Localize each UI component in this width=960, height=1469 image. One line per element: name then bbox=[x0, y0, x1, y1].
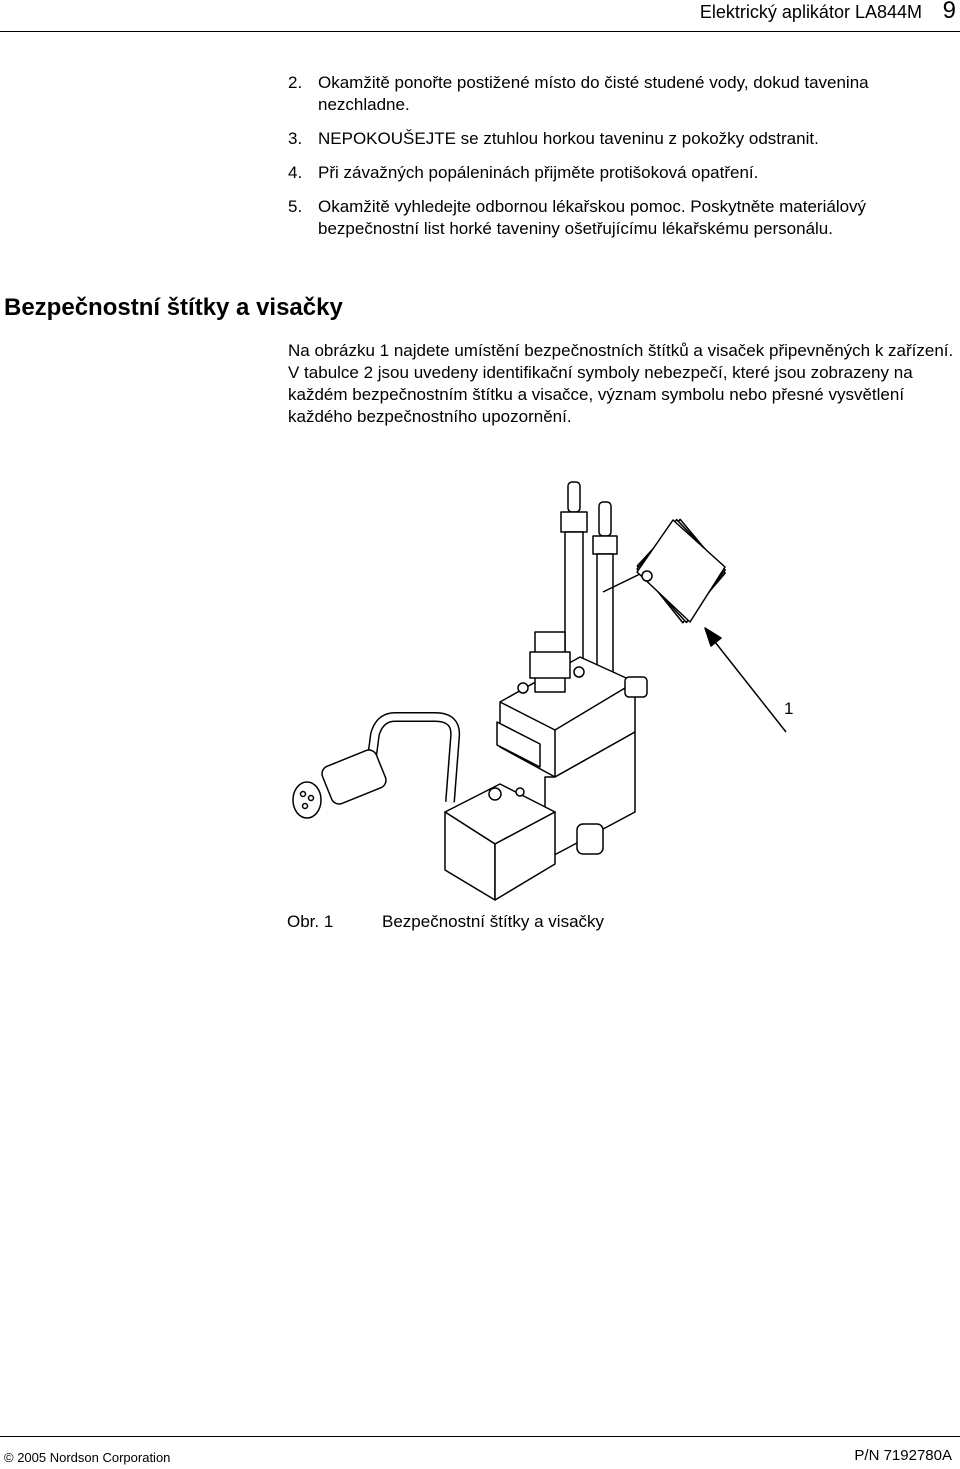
header-page-number: 9 bbox=[942, 0, 956, 24]
step-number: 2. bbox=[288, 73, 303, 92]
first-aid-steps: 2. Okamžitě ponořte postižené místo do č… bbox=[288, 72, 960, 252]
header-title: Elektrický aplikátor LA844M bbox=[699, 2, 922, 22]
footer-rule bbox=[0, 1436, 960, 1437]
figure-caption: Bezpečnostní štítky a visačky bbox=[382, 912, 605, 931]
step-number: 3. bbox=[288, 129, 303, 148]
section-body: Na obrázku 1 najdete umístění bezpečnost… bbox=[288, 341, 954, 426]
step-text: NEPOKOUŠEJTE se ztuhlou horkou taveninu … bbox=[318, 129, 819, 148]
applicator-illustration: 1 bbox=[292, 481, 793, 901]
list-item: 3. NEPOKOUŠEJTE se ztuhlou horkou taveni… bbox=[288, 128, 960, 150]
step-number: 5. bbox=[288, 197, 303, 216]
footer-copyright: © 2005 Nordson Corporation bbox=[4, 1450, 171, 1465]
header-rule bbox=[0, 31, 960, 32]
step-text: Při závažných popáleninách přijměte prot… bbox=[318, 163, 759, 182]
figure-number: Obr. 1 bbox=[287, 912, 334, 931]
list-item: 4. Při závažných popáleninách přijměte p… bbox=[288, 162, 960, 184]
step-text: Okamžitě ponořte postižené místo do čist… bbox=[318, 73, 869, 114]
section-heading: Bezpečnostní štítky a visačky bbox=[4, 294, 343, 321]
footer-part-number: P/N 7192780A bbox=[854, 1447, 952, 1464]
step-number: 4. bbox=[288, 163, 303, 182]
step-text: Okamžitě vyhledejte odbornou lékařskou p… bbox=[318, 197, 867, 238]
list-item: 5. Okamžitě vyhledejte odbornou lékařsko… bbox=[288, 196, 960, 240]
list-item: 2. Okamžitě ponořte postižené místo do č… bbox=[288, 72, 960, 116]
figure-callout: 1 bbox=[784, 699, 793, 718]
